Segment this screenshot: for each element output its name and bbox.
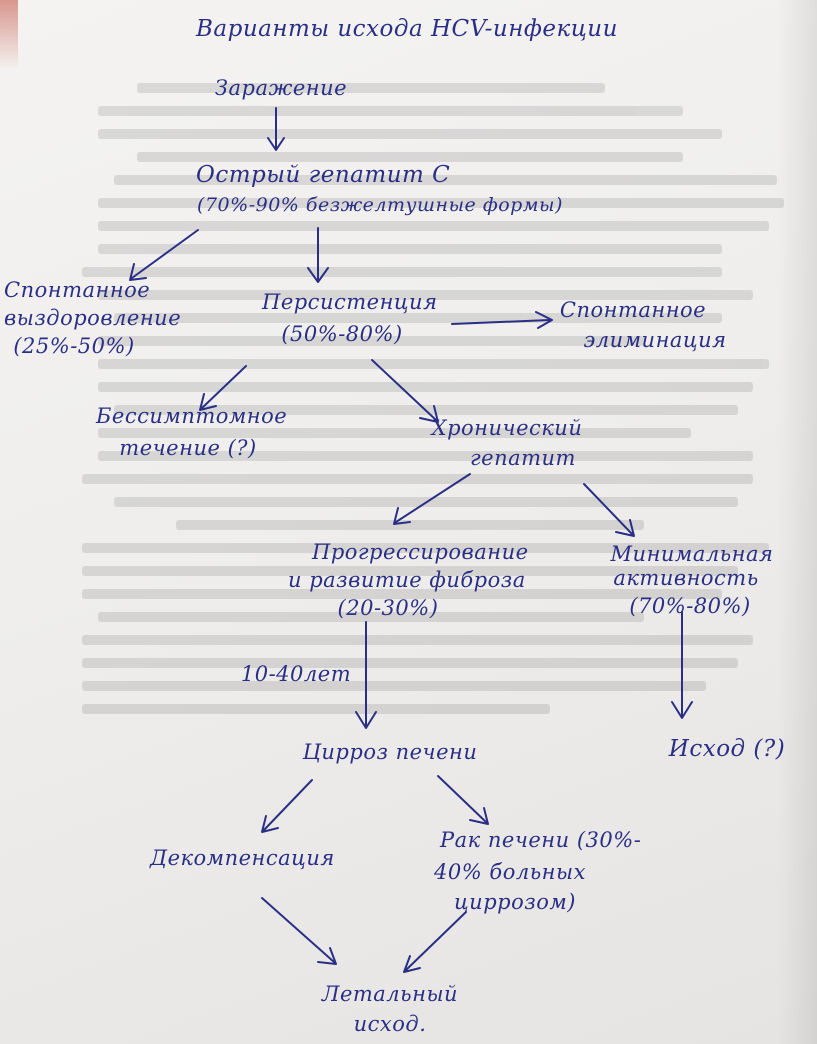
- arrow-cancer-to-lethal: [403, 911, 467, 973]
- arrow-persistent-to-elimination: [451, 311, 553, 329]
- node-minimal-note: (70%-80%): [629, 594, 751, 618]
- diagram-title: Варианты исхода HCV-инфекции: [196, 16, 618, 42]
- node-lethal-line1: Летальный: [321, 982, 459, 1006]
- arrow-chronic-to-progression: [393, 473, 471, 525]
- node-decompensation: Декомпенсация: [150, 846, 335, 870]
- node-infection: Заражение: [214, 76, 348, 100]
- node-chronic-line1: Хронический: [431, 416, 583, 440]
- node-minimal-line2: активность: [613, 566, 759, 590]
- arrow-decompensation-to-lethal: [261, 897, 337, 965]
- node-progression-line2: и развитие фиброза: [288, 568, 526, 592]
- show-through-text: [20, 70, 800, 1040]
- node-persistence-note: (50%-80%): [281, 322, 403, 346]
- arrow-persistent-to-chronic: [371, 359, 439, 423]
- node-acute-hepatitis-note: (70%-90% безжелтушные формы): [197, 194, 563, 216]
- corner-stain: [0, 0, 18, 70]
- arrow-cirrhosis-to-decompensation: [261, 779, 313, 833]
- arrow-chronic-to-minimal: [583, 483, 635, 537]
- page-shadow: [777, 0, 817, 1044]
- arrow-acute-to-persistent: [307, 227, 329, 283]
- node-cancer-line3: циррозом): [454, 890, 576, 914]
- arrow-minimal-to-outcome: [671, 611, 693, 719]
- arrow-infection-to-acute: [267, 107, 285, 151]
- arrow-acute-to-recovery: [129, 229, 199, 281]
- node-recovery-note: (25%-50%): [13, 334, 135, 358]
- arrow-cirrhosis-to-cancer: [437, 775, 489, 825]
- node-carrier-line2: течение (?): [119, 436, 257, 460]
- node-carrier-line1: Бессимптомное: [96, 404, 288, 428]
- node-elimination-line2: элиминация: [583, 328, 727, 352]
- node-chronic-line2: гепатит: [470, 446, 576, 470]
- arrow-persistent-to-carrier: [199, 365, 247, 411]
- node-recovery-line2: выздоровление: [4, 306, 182, 330]
- node-minimal-line1: Минимальная: [610, 542, 774, 566]
- node-acute-hepatitis: Острый гепатит C: [196, 162, 451, 188]
- arrow-progression-to-cirrhosis: [355, 621, 377, 729]
- node-lethal-line2: исход.: [353, 1012, 427, 1036]
- node-outcome: Исход (?): [668, 736, 786, 762]
- node-cirrhosis: Цирроз печени: [302, 740, 478, 764]
- node-elimination-line1: Спонтанное: [559, 298, 707, 322]
- node-cancer-line2: 40% больных: [434, 860, 586, 884]
- node-progression-line1: Прогрессирование: [312, 540, 529, 564]
- node-cancer-line1: Рак печени (30%-: [440, 828, 642, 852]
- duration-label: 10-40лет: [240, 662, 352, 686]
- node-recovery-line1: Спонтанное: [4, 278, 151, 302]
- node-progression-note: (20-30%): [337, 596, 439, 620]
- node-persistence: Персистенция: [262, 290, 438, 314]
